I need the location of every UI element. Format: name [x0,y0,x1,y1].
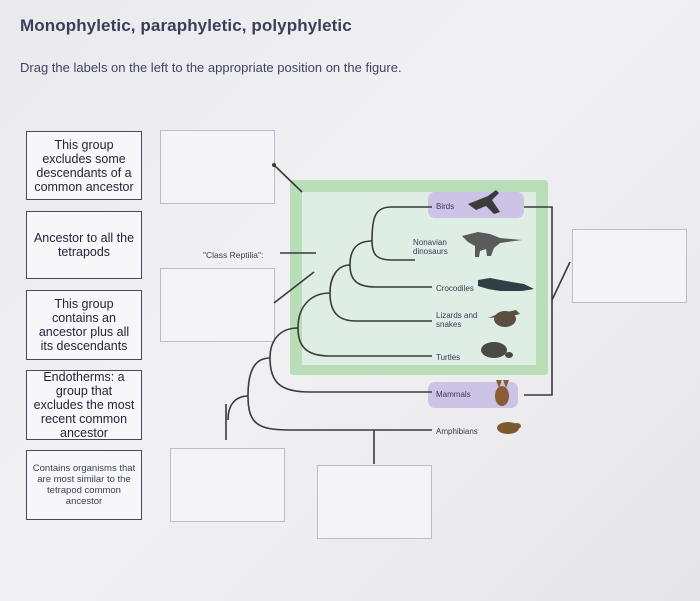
drop-target-4[interactable] [317,465,432,539]
drag-label-endotherms[interactable]: Endotherms: a group that excludes the mo… [26,370,142,440]
crocodile-icon [478,278,534,291]
taxon-birds: Birds [436,202,455,211]
amphibian-icon [497,422,521,434]
drop-target-5[interactable] [572,229,687,303]
taxon-nonavian-dinosaurs: Nonavian dinosaurs [413,238,448,256]
taxon-lizards-snakes: Lizards and snakes [436,311,478,329]
taxon-mammals: Mammals [436,390,471,399]
drag-label-similar-to-ancestor[interactable]: Contains organisms that are most similar… [26,450,142,520]
bird-icon [468,190,500,214]
drop-target-3[interactable] [170,448,285,522]
mammal-icon [495,380,509,406]
inner-clade-panel [302,192,536,365]
taxon-amphibians: Amphibians [436,427,478,436]
page-title: Monophyletic, paraphyletic, polyphyletic [20,16,352,35]
drag-label-ancestor-all-descendants[interactable]: This group contains an ancestor plus all… [26,290,142,360]
dinosaur-icon [462,232,522,257]
drop-target-1[interactable] [160,130,275,204]
drag-label-tetrapod-ancestor[interactable]: Ancestor to all the tetrapods [26,211,142,279]
instruction-text: Drag the labels on the left to the appro… [20,60,402,75]
lizard-icon [488,310,520,327]
turtle-icon [481,342,513,358]
class-reptilia-label: "Class Reptilia": [203,250,264,260]
taxon-crocodiles: Crocodiles [436,284,474,293]
drop-target-2[interactable] [160,268,275,342]
drag-label-excludes-descendants[interactable]: This group excludes some descendants of … [26,131,142,200]
taxon-turtles: Turtles [436,353,461,362]
